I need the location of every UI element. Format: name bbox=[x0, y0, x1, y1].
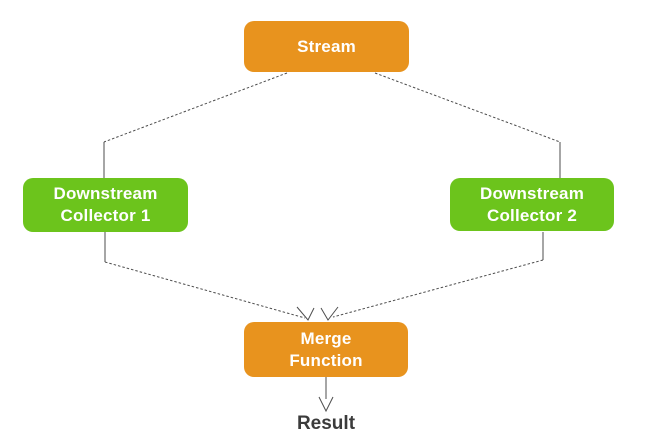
node-stream: Stream bbox=[244, 21, 409, 72]
arrowhead-merge-result-icon bbox=[318, 396, 334, 413]
node-downstream-collector-2-label-line2: Collector 2 bbox=[486, 205, 578, 225]
node-downstream-collector-2: Downstream Collector 2 bbox=[450, 178, 614, 231]
node-merge-function-label-line2: Function bbox=[289, 350, 363, 370]
node-downstream-collector-1-label-line2: Collector 1 bbox=[60, 206, 151, 225]
result-label: Result bbox=[296, 413, 356, 434]
arrowhead-collector2-merge-icon bbox=[320, 306, 339, 321]
edge-stream-collector1-diagonal bbox=[103, 72, 288, 143]
node-downstream-collector-1: Downstream Collector 1 bbox=[23, 178, 188, 232]
arrowhead-collector1-merge-icon bbox=[296, 306, 315, 321]
node-stream-label: Stream bbox=[297, 36, 356, 56]
node-merge-function: Merge Function bbox=[244, 322, 408, 377]
node-downstream-collector-1-label-line1: Downstream bbox=[53, 184, 158, 203]
edge-collector2-merge-diagonal bbox=[332, 259, 544, 318]
edge-stream-collector2-diagonal bbox=[374, 72, 561, 143]
edge-collector1-merge-diagonal bbox=[104, 261, 306, 319]
node-downstream-collector-2-label-line1: Downstream bbox=[479, 183, 585, 203]
node-merge-function-label-line1: Merge bbox=[300, 328, 352, 348]
